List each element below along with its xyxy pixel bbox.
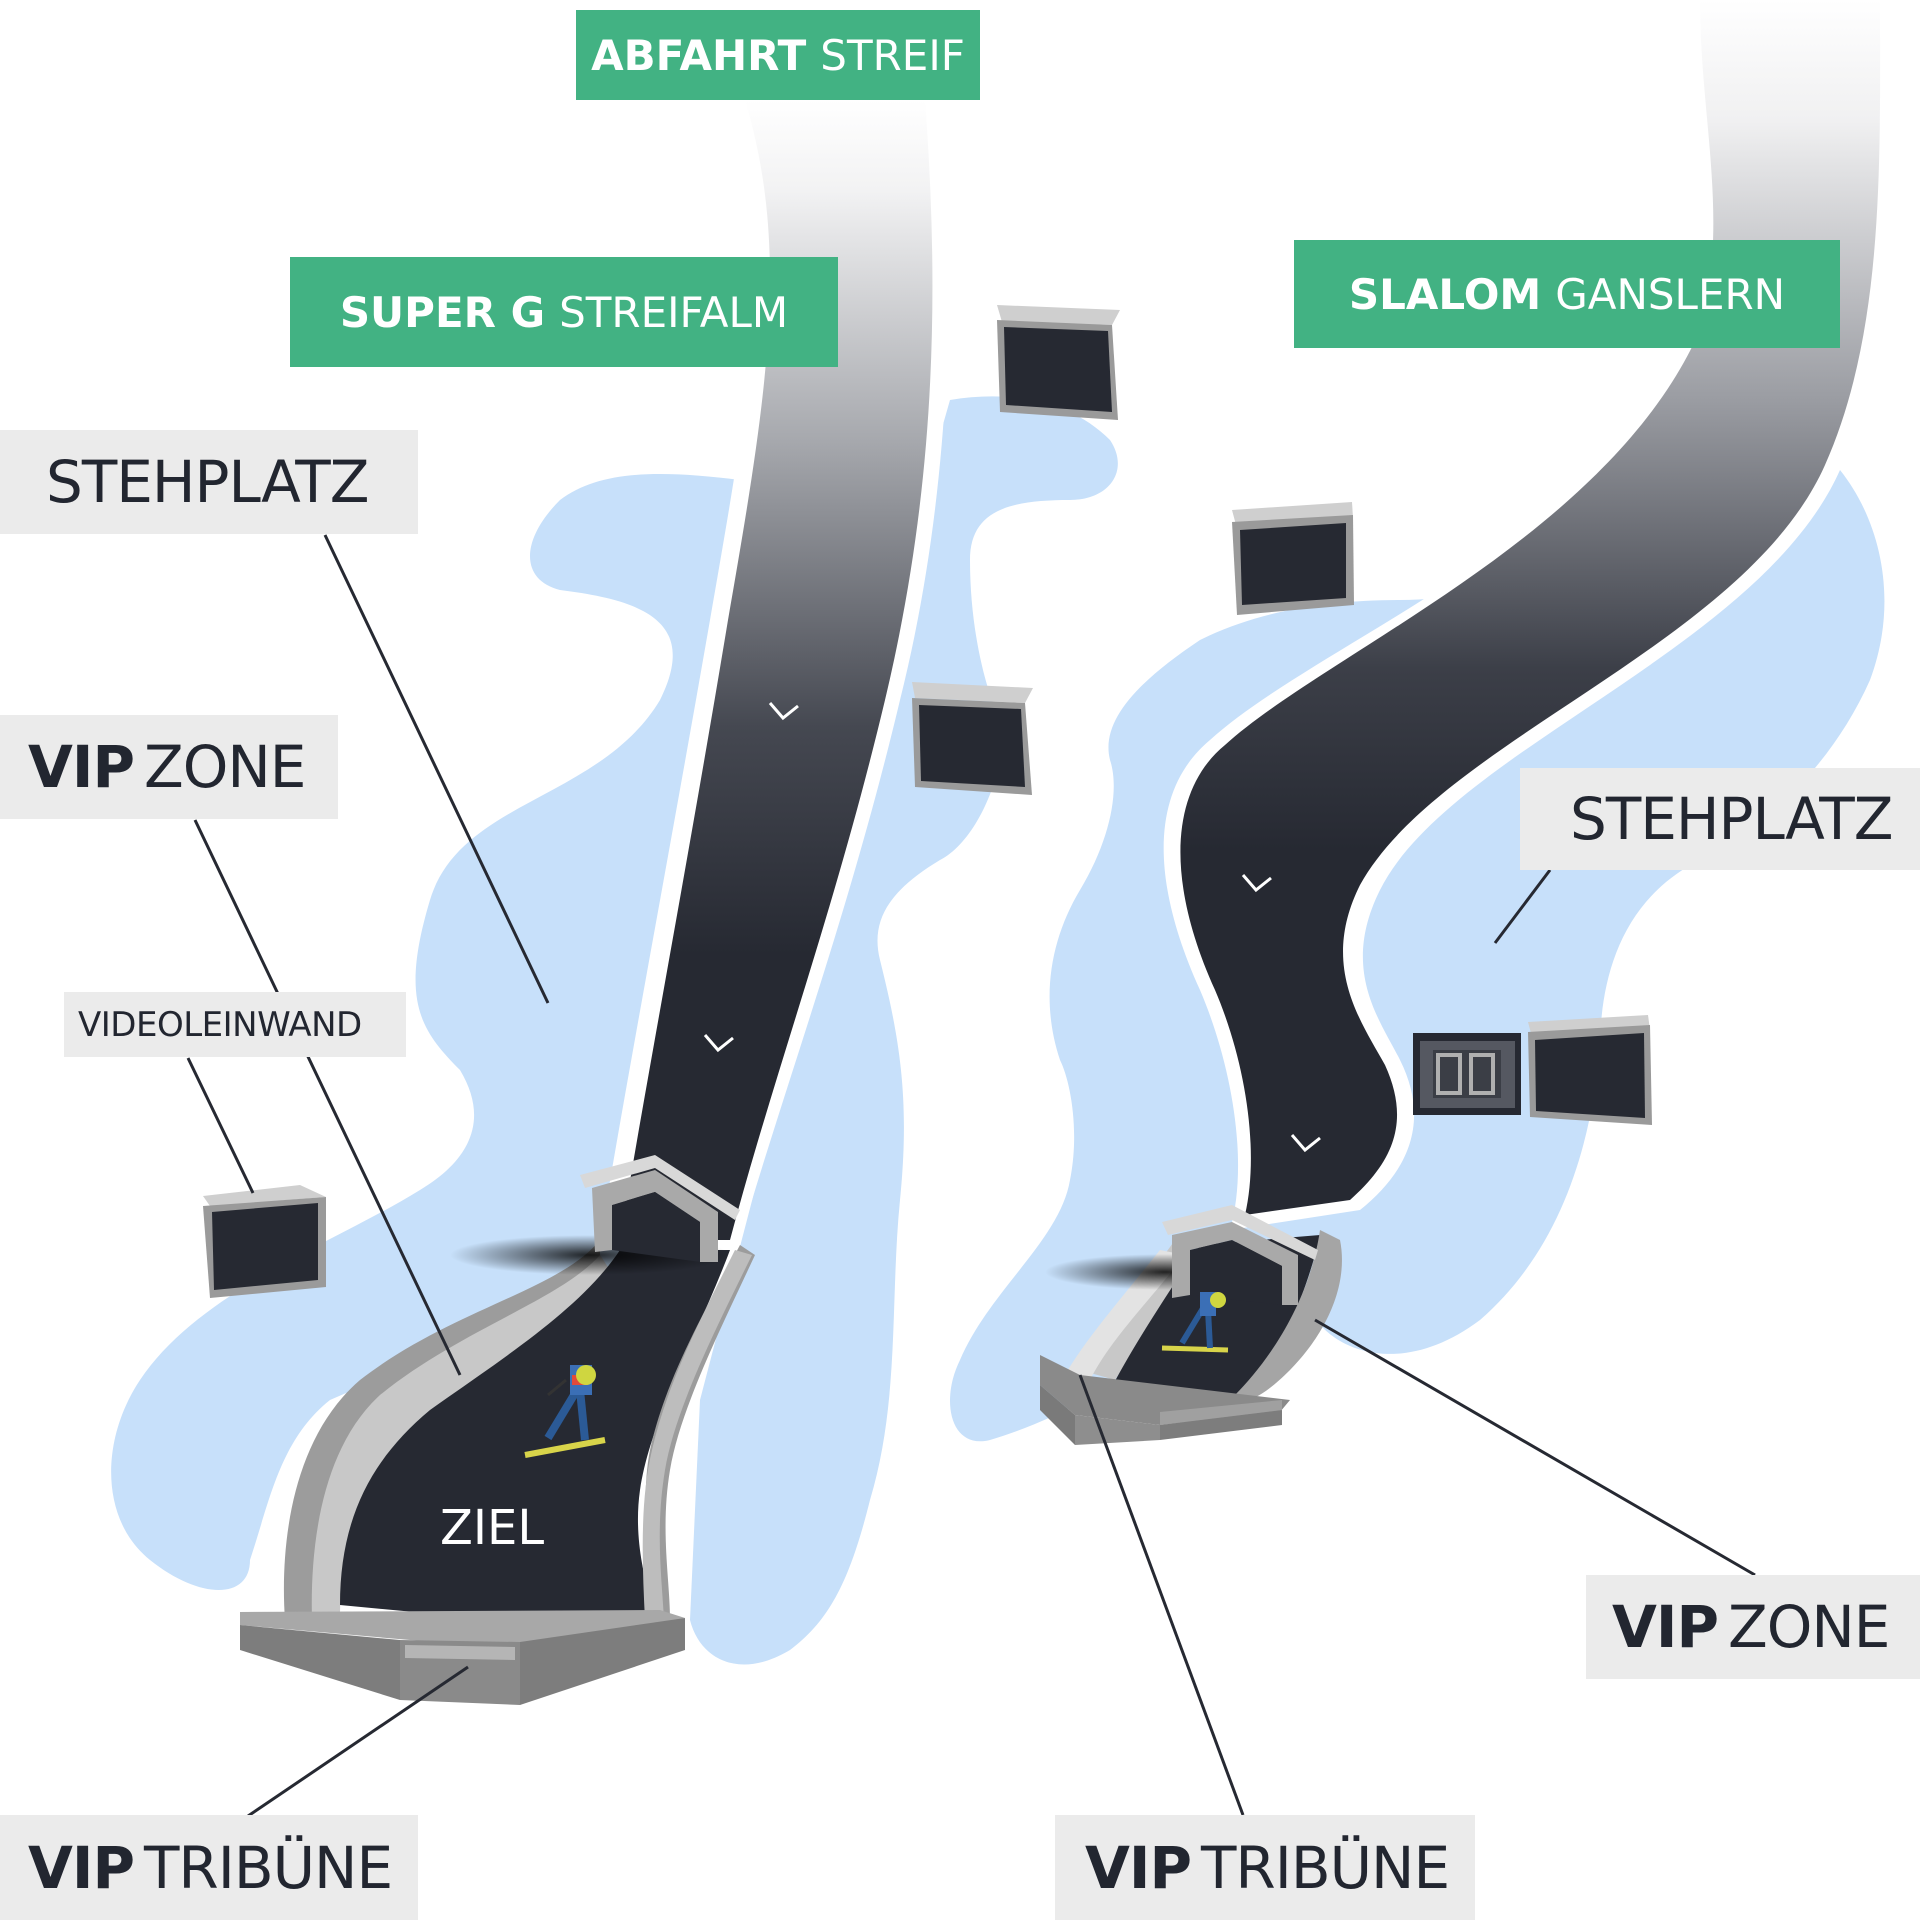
direction-arrow-icon xyxy=(703,1034,734,1053)
stehplatz-label-right: STEHPLATZ xyxy=(1520,768,1920,870)
videoleinwand-label: VIDEOLEINWAND xyxy=(64,992,406,1057)
ganslern-label: GANSLERN xyxy=(1555,269,1786,319)
video-screen-icon xyxy=(997,305,1120,420)
video-screen-icon xyxy=(1528,1015,1652,1125)
super-g-label: SUPER G xyxy=(339,287,546,337)
streif-label: STREIF xyxy=(820,30,965,80)
direction-arrow-icon xyxy=(1290,1134,1321,1153)
scoreboard-icon xyxy=(1413,1033,1521,1115)
leader-lines xyxy=(186,534,1756,1818)
direction-arrow-icon xyxy=(768,702,799,721)
right-spectator-area xyxy=(950,470,1885,1442)
ziel-label: ZIEL xyxy=(440,1500,545,1556)
slalom-label: SLALOM xyxy=(1348,269,1542,319)
slalom-ganslern-label: SLALOM GANSLERN xyxy=(1294,240,1840,348)
right-track xyxy=(1180,0,1881,1215)
left-track xyxy=(620,100,933,1240)
finish-gate-icon xyxy=(1045,1205,1318,1305)
abfahrt-label: ABFAHRT xyxy=(591,30,807,80)
left-spectator-area-right xyxy=(690,396,1118,1665)
video-screen-icon xyxy=(1232,502,1354,615)
direction-arrow-icon xyxy=(1241,874,1272,893)
skier-icon xyxy=(524,1365,606,1458)
skier-icon xyxy=(1161,1292,1229,1353)
finish-gate-icon xyxy=(450,1155,740,1275)
super-g-streifalm-label: SUPER G STREIFALM xyxy=(290,257,838,367)
streifalm-label: STREIFALM xyxy=(559,287,789,337)
abfahrt-streif-label: ABFAHRT STREIF xyxy=(576,10,980,100)
left-spectator-area xyxy=(111,474,793,1590)
video-screen-icon xyxy=(203,1185,326,1298)
stehplatz-label-left: STEHPLATZ xyxy=(0,430,418,534)
video-screen-icon xyxy=(912,682,1033,795)
